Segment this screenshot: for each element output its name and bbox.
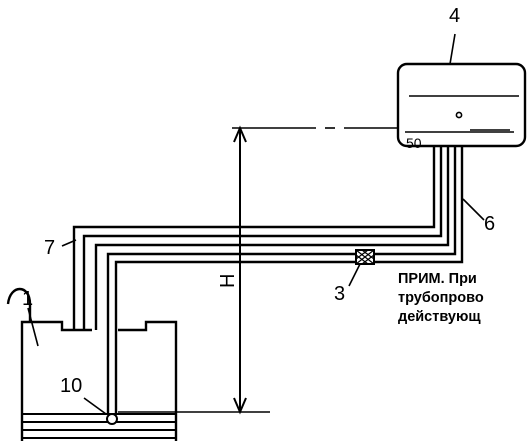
height-dimension [118, 125, 398, 415]
device-4: 50 [396, 62, 527, 151]
device-mark: 50 [406, 135, 422, 151]
label-4: 4 [449, 5, 460, 27]
suction-line-7 [106, 146, 464, 415]
breather-icon [6, 287, 32, 322]
note-line-1: ПРИМ. При [398, 271, 477, 287]
return-line-6 [72, 146, 450, 330]
label-7: 7 [44, 237, 55, 259]
device-indicator-icon [455, 111, 463, 119]
note-line-3: действующ [398, 309, 481, 325]
note-text: ПРИМ. При трубопрово действующ [398, 270, 530, 327]
filter-3 [355, 249, 375, 265]
label-3: 3 [334, 283, 345, 305]
note-line-2: трубопрово [398, 290, 484, 306]
label-1: 1 [22, 288, 33, 310]
label-10: 10 [60, 375, 82, 397]
reservoir-1 [6, 287, 178, 441]
label-6: 6 [484, 213, 495, 235]
label-h: H [217, 274, 239, 288]
inlet-10-icon [106, 413, 118, 425]
